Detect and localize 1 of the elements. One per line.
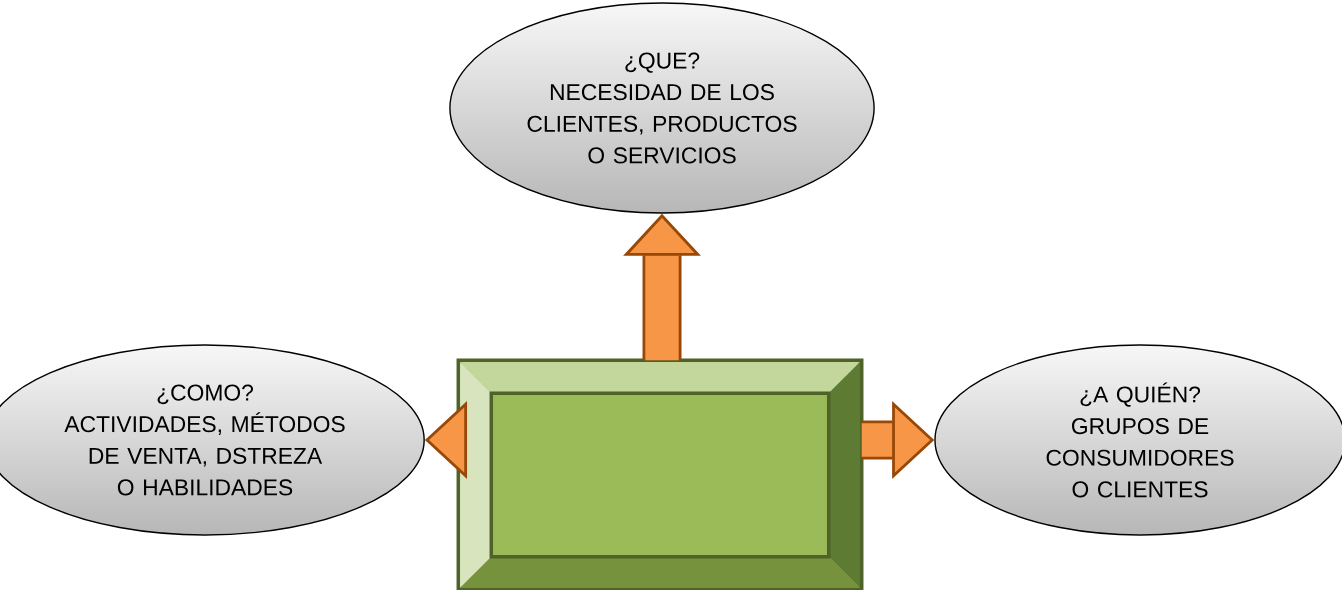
bevel-box xyxy=(456,358,864,590)
